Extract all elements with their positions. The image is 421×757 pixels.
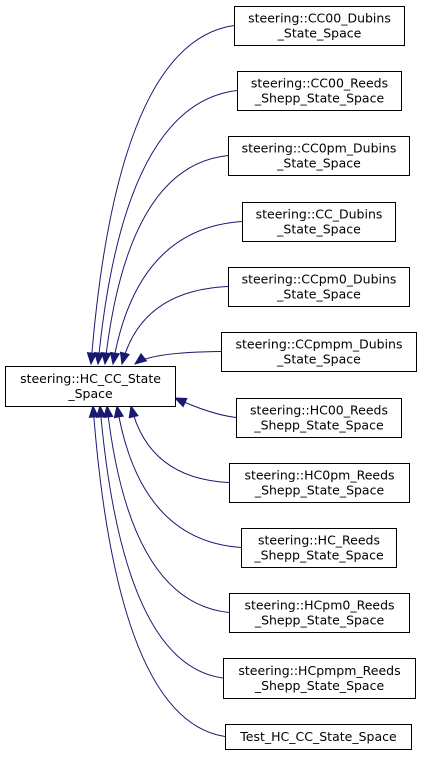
- edge-arrowhead: [119, 351, 130, 366]
- class-node-label: _State_Space: [276, 156, 361, 171]
- edge-line: [130, 405, 230, 483]
- class-node-base[interactable]: steering::HC_CC_State_Space: [5, 366, 176, 407]
- class-node-label: steering::HCpmpm_Reeds: [238, 663, 400, 678]
- class-node-cc-dubins[interactable]: steering::CC_Dubins_State_Space: [242, 202, 396, 242]
- edge-line: [121, 286, 229, 365]
- class-node-label: steering::CC0pm_Dubins: [242, 141, 397, 156]
- inheritance-edge-test-hc-cc: [88, 404, 226, 737]
- class-node-box: [234, 6, 405, 46]
- class-node-label: _Shepp_State_Space: [254, 483, 385, 498]
- class-node-label: _Shepp_State_Space: [254, 91, 385, 106]
- class-node-label: steering::CC_Dubins: [256, 207, 383, 222]
- class-node-cc00-dubins[interactable]: steering::CC00_Dubins_State_Space: [234, 6, 405, 46]
- class-node-box: [228, 267, 410, 307]
- edge-arrowhead: [113, 404, 125, 419]
- class-node-box: [221, 332, 417, 372]
- class-node-label: steering::HC_CC_State: [20, 371, 161, 386]
- inheritance-edge-hc0pm-reeds-shepp: [128, 404, 230, 483]
- inheritance-edge-hc00-reeds-shepp: [173, 397, 237, 418]
- edge-line: [90, 25, 235, 365]
- class-node-label: _Shepp_State_Space: [254, 613, 385, 628]
- class-node-label: steering::HC0pm_Reeds: [244, 468, 394, 483]
- class-node-label: steering::HC_Reeds: [258, 533, 380, 548]
- class-node-box: [236, 398, 402, 438]
- class-node-label: _Space: [67, 386, 113, 401]
- class-node-box: [5, 366, 176, 407]
- class-node-label: steering::CC00_Dubins: [248, 11, 391, 26]
- edge-line: [134, 351, 222, 365]
- edge-arrowhead: [93, 352, 105, 366]
- inheritance-edge-ccpm0-dubins: [119, 286, 229, 366]
- edge-arrowhead: [95, 404, 107, 418]
- class-node-box: [228, 136, 410, 176]
- edge-line: [104, 155, 229, 365]
- edge-line: [112, 221, 243, 365]
- class-node-hcpmpm-reeds-shepp[interactable]: steering::HCpmpm_Reeds_Shepp_State_Space: [223, 658, 416, 699]
- inheritance-edges: [86, 25, 243, 737]
- class-node-label: steering::CCpmpm_Dubins: [235, 337, 402, 352]
- class-node-label: _State_Space: [276, 222, 361, 237]
- class-node-label: steering::HCpm0_Reeds: [244, 598, 394, 613]
- class-node-box: [229, 593, 410, 633]
- class-node-test-hc-cc[interactable]: Test_HC_CC_State_Space: [225, 724, 412, 750]
- inheritance-edge-cc-dubins: [109, 221, 243, 366]
- edge-line: [99, 405, 224, 679]
- edge-arrowhead: [133, 352, 148, 365]
- edge-arrowhead: [173, 397, 188, 408]
- edge-line: [92, 405, 226, 737]
- class-node-label: steering::HC00_Reeds: [250, 403, 388, 418]
- edge-arrowhead: [103, 404, 114, 419]
- class-node-box: [223, 658, 416, 699]
- class-node-label: _Shepp_State_Space: [253, 418, 384, 433]
- class-node-box: [237, 71, 402, 111]
- inheritance-edge-hc-reeds-shepp: [113, 404, 242, 548]
- inheritance-edge-cc0pm-dubins: [101, 155, 229, 366]
- class-node-box: [242, 202, 396, 242]
- edge-arrowhead: [101, 351, 112, 366]
- class-node-label: steering::CC00_Reeds: [251, 76, 388, 91]
- class-node-label: _State_Space: [276, 352, 361, 367]
- class-nodes: steering::HC_CC_State_Space steering::CC0…: [5, 6, 417, 750]
- class-node-ccpmpm-dubins[interactable]: steering::CCpmpm_Dubins_State_Space: [221, 332, 417, 372]
- class-node-hc00-reeds-shepp[interactable]: steering::HC00_Reeds_Shepp_State_Space: [236, 398, 402, 438]
- class-node-label: steering::CCpm0_Dubins: [242, 272, 397, 287]
- inheritance-edge-cc00-reeds-shepp: [93, 90, 238, 366]
- class-node-hc0pm-reeds-shepp[interactable]: steering::HC0pm_Reeds_Shepp_State_Space: [229, 463, 410, 503]
- class-node-label: Test_HC_CC_State_Space: [239, 729, 397, 744]
- edge-line: [106, 405, 230, 613]
- class-node-box: [229, 463, 410, 503]
- class-node-hcpm0-reeds-shepp[interactable]: steering::HCpm0_Reeds_Shepp_State_Space: [229, 593, 410, 633]
- class-node-cc0pm-dubins[interactable]: steering::CC0pm_Dubins_State_Space: [228, 136, 410, 176]
- class-node-cc00-reeds-shepp[interactable]: steering::CC00_Reeds_Shepp_State_Space: [237, 71, 402, 111]
- class-node-box: [225, 724, 412, 750]
- class-node-ccpm0-dubins[interactable]: steering::CCpm0_Dubins_State_Space: [228, 267, 410, 307]
- class-node-label: _State_Space: [277, 26, 362, 41]
- edge-arrowhead: [88, 404, 100, 418]
- class-node-hc-reeds-shepp[interactable]: steering::HC_Reeds_Shepp_State_Space: [241, 528, 397, 568]
- inheritance-edge-ccpmpm-dubins: [133, 351, 222, 365]
- class-node-label: _Shepp_State_Space: [253, 548, 384, 563]
- edge-arrowhead: [109, 351, 121, 366]
- class-node-box: [241, 528, 397, 568]
- inheritance-edge-cc00-dubins: [86, 25, 235, 366]
- edge-arrowhead: [86, 352, 98, 366]
- edge-line: [116, 405, 242, 548]
- edge-arrowhead: [128, 404, 139, 419]
- class-node-label: _Shepp_State_Space: [254, 678, 385, 693]
- class-node-label: _State_Space: [276, 287, 361, 302]
- edge-line: [97, 90, 238, 365]
- inheritance-edge-hcpm0-reeds-shepp: [103, 404, 230, 613]
- inheritance-edge-hcpmpm-reeds-shepp: [95, 404, 224, 679]
